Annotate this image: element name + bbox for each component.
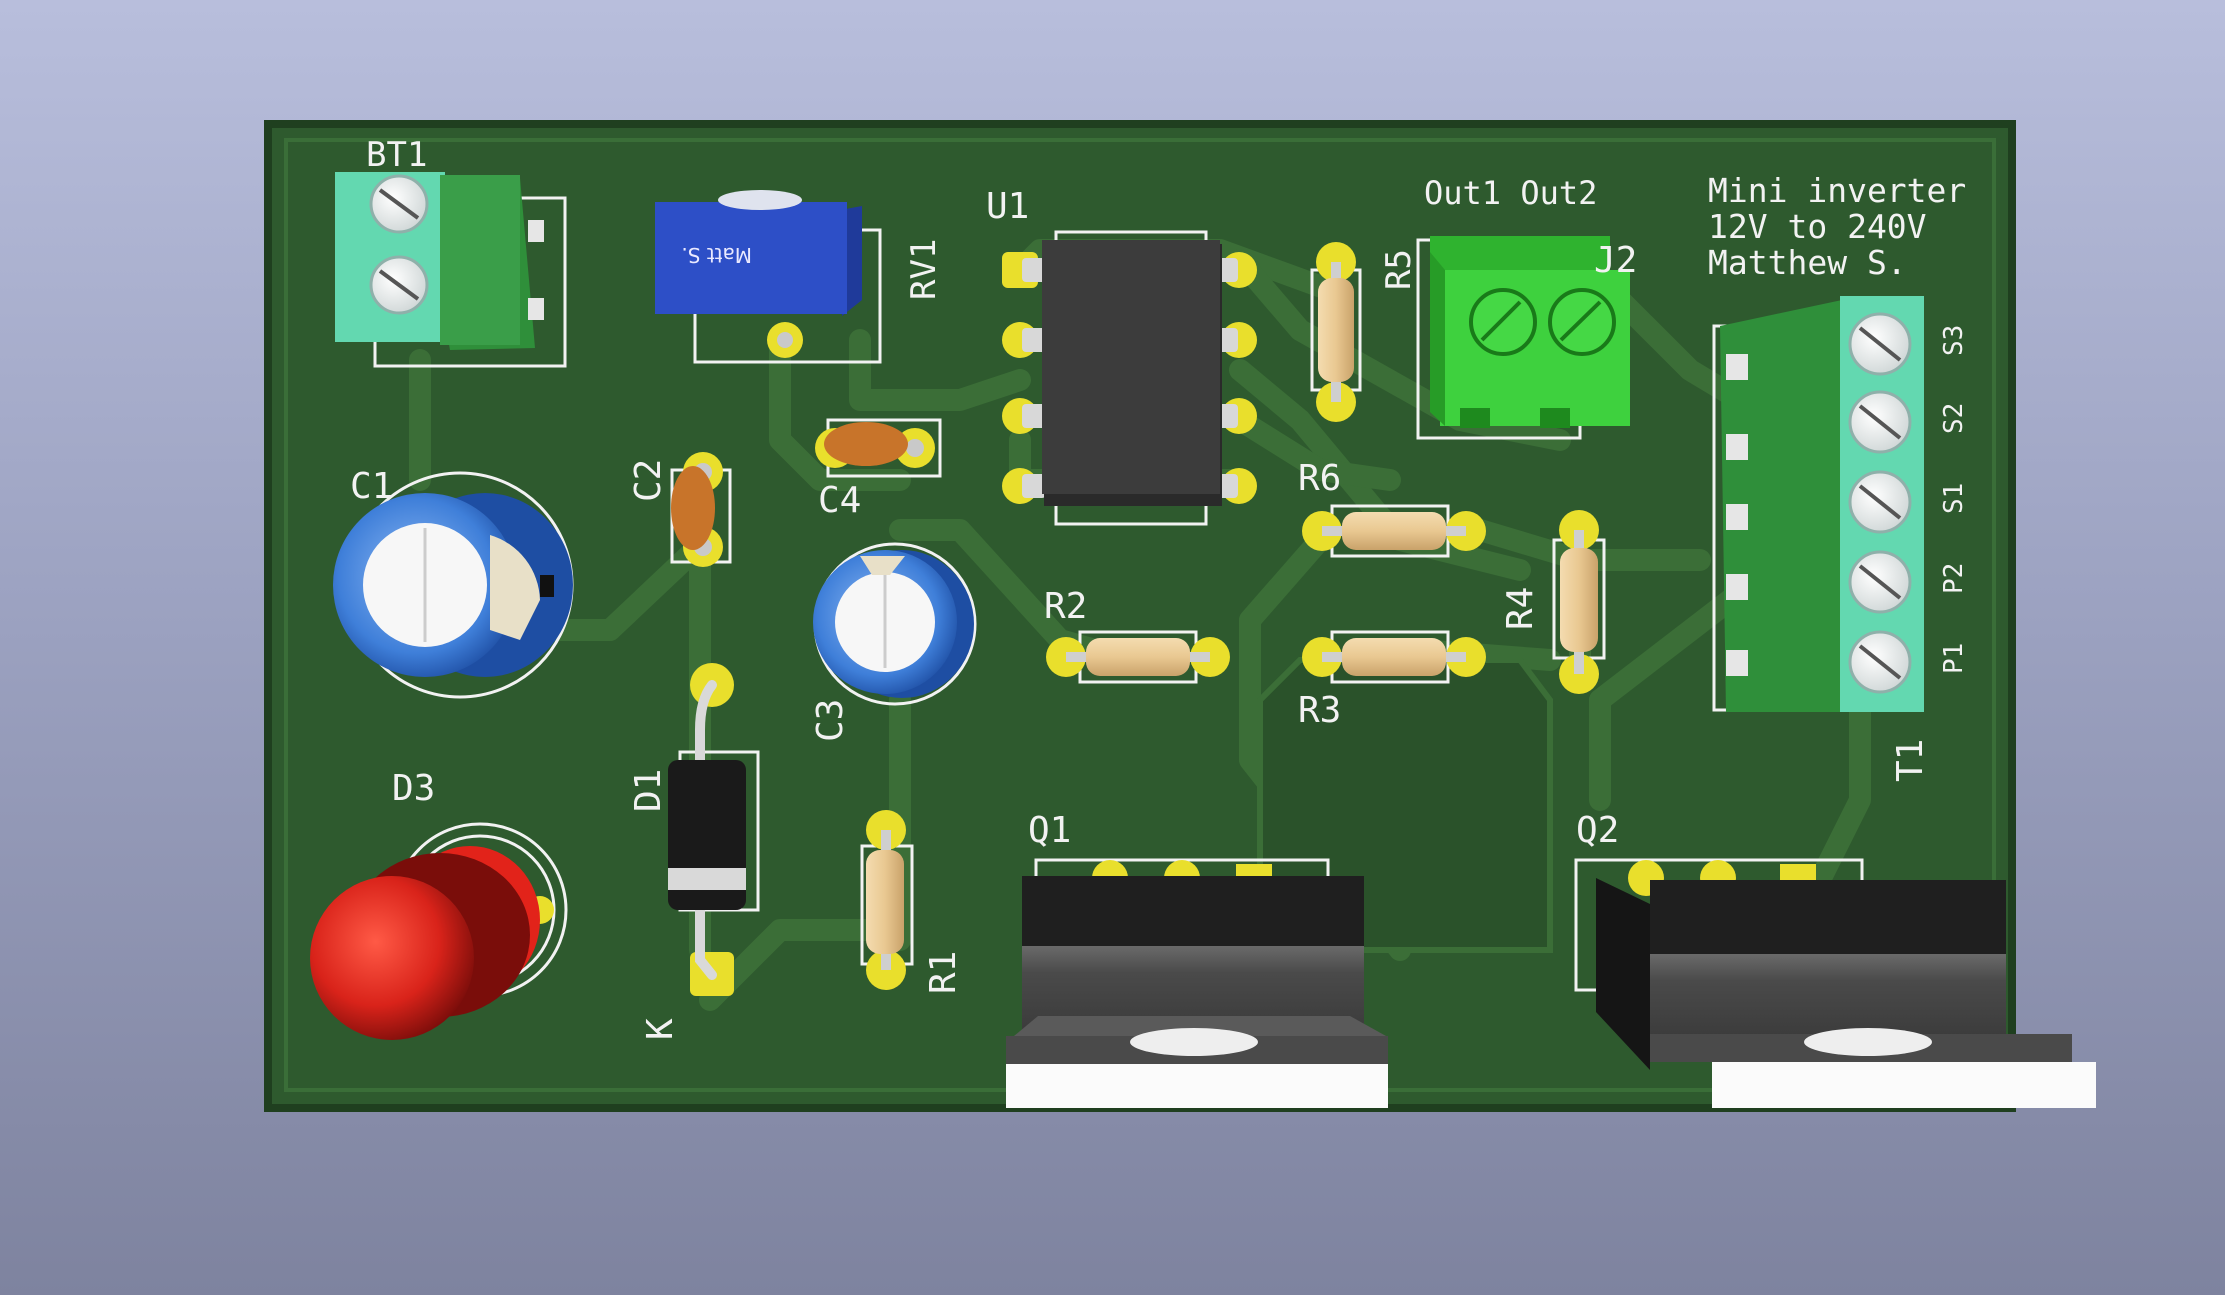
r2-body (1086, 638, 1190, 676)
c4-body (824, 422, 908, 466)
t1-side-block (1720, 300, 1848, 712)
mosfet-q1[interactable]: Q1 (1006, 810, 1388, 1108)
ic-u1[interactable]: U1 (986, 186, 1257, 526)
t1-pin-labels: P1 P2 S1 S2 S3 (1939, 325, 1969, 674)
j2-body-side (1430, 252, 1445, 426)
k-marker: K (640, 1018, 681, 1040)
out-labels: Out1 Out2 (1424, 174, 1597, 212)
capacitor-c4[interactable]: C4 (815, 418, 942, 521)
u1-body (1042, 240, 1220, 494)
r4-label: R4 (1500, 587, 1541, 630)
output-terminal-j2[interactable]: J2 Out1 Out2 (1416, 174, 1637, 440)
r6-label: R6 (1298, 458, 1341, 499)
t1-screws[interactable] (1848, 312, 1912, 694)
r6-body (1342, 512, 1446, 550)
r3-label: R3 (1298, 690, 1341, 731)
t1-pin-label: S2 (1939, 403, 1969, 434)
q1-hole (1130, 1028, 1258, 1056)
q2-tab-edge (1712, 1062, 2096, 1108)
resistor-r3[interactable]: R3 (1298, 630, 1486, 731)
r5-body (1318, 278, 1354, 382)
t1-pins (1726, 354, 1748, 676)
resistor-r5[interactable]: R5 (1310, 242, 1419, 422)
q2-tab (1650, 954, 2006, 1044)
t1-pin-label: S1 (1939, 483, 1969, 514)
r4-body (1560, 548, 1598, 652)
q2-label: Q2 (1576, 810, 1619, 851)
trimmer-potentiometer-rv1[interactable]: Matt S. RV1 (655, 190, 944, 364)
rv1-label: RV1 (904, 239, 944, 300)
r2-label: R2 (1044, 586, 1087, 627)
d1-band (668, 868, 746, 890)
r1-body (866, 850, 904, 954)
t1-pin-label: P2 (1939, 563, 1969, 594)
resistor-r2[interactable]: R2 (1044, 586, 1230, 684)
battery-terminal-bt1[interactable]: BT1 (335, 135, 567, 368)
q2-hole (1804, 1028, 1932, 1056)
j2-label: J2 (1594, 240, 1637, 281)
bt1-pin-1 (528, 220, 544, 242)
q2-body-side (1596, 878, 1650, 1070)
led-icon (310, 876, 474, 1040)
q2-body-top (1650, 880, 2006, 956)
c3-label: C3 (810, 699, 851, 742)
q1-tab-front (1014, 1016, 1386, 1036)
board-text-line-1: Mini inverter (1708, 171, 1966, 210)
capacitor-c1[interactable]: C1 (333, 466, 574, 699)
capacitor-c3[interactable]: C3 (810, 542, 977, 742)
bt1-mid-block (440, 175, 520, 345)
d3-label: D3 (392, 768, 435, 809)
j2-screw-1-icon[interactable] (1469, 288, 1537, 356)
bt1-pin-2 (528, 298, 544, 320)
c2-body (671, 466, 715, 550)
transformer-terminal-t1[interactable]: P1 P2 S1 S2 S3 T1 (1712, 296, 1969, 782)
c2-label: C2 (628, 459, 669, 502)
c1-label: C1 (350, 466, 393, 507)
r5-label: R5 (1379, 249, 1419, 290)
rv1-marking: Matt S. (681, 243, 752, 267)
resistor-r4[interactable]: R4 (1500, 510, 1606, 694)
q1-tab-edge (1006, 1062, 1388, 1108)
u1-label: U1 (986, 186, 1029, 227)
t1-label: T1 (1890, 739, 1931, 782)
t1-pin-label: P1 (1939, 643, 1969, 674)
capacitor-c2[interactable]: C2 (628, 452, 732, 567)
r3-body (1342, 638, 1446, 676)
resistor-r1[interactable]: R1 (860, 810, 964, 994)
c4-label: C4 (818, 480, 861, 521)
led-d3[interactable]: D3 (310, 768, 568, 1040)
q1-label: Q1 (1028, 810, 1071, 851)
diode-d1[interactable]: D1 K (628, 663, 760, 1040)
d1-label: D1 (628, 769, 669, 812)
bt1-label: BT1 (366, 135, 427, 175)
q1-body-top (1022, 876, 1364, 948)
rv1-body (655, 202, 847, 314)
board-text-line-3: Matthew S. (1708, 243, 1907, 282)
mosfet-q2[interactable]: Q2 (1574, 810, 2096, 1108)
resistor-r6[interactable]: R6 (1298, 458, 1486, 558)
board-text-block: Mini inverter 12V to 240V Matthew S. (1708, 171, 1966, 282)
t1-pin-label: S3 (1939, 325, 1969, 356)
board-text-line-2: 12V to 240V (1708, 207, 1927, 246)
r1-label: R1 (923, 951, 964, 994)
